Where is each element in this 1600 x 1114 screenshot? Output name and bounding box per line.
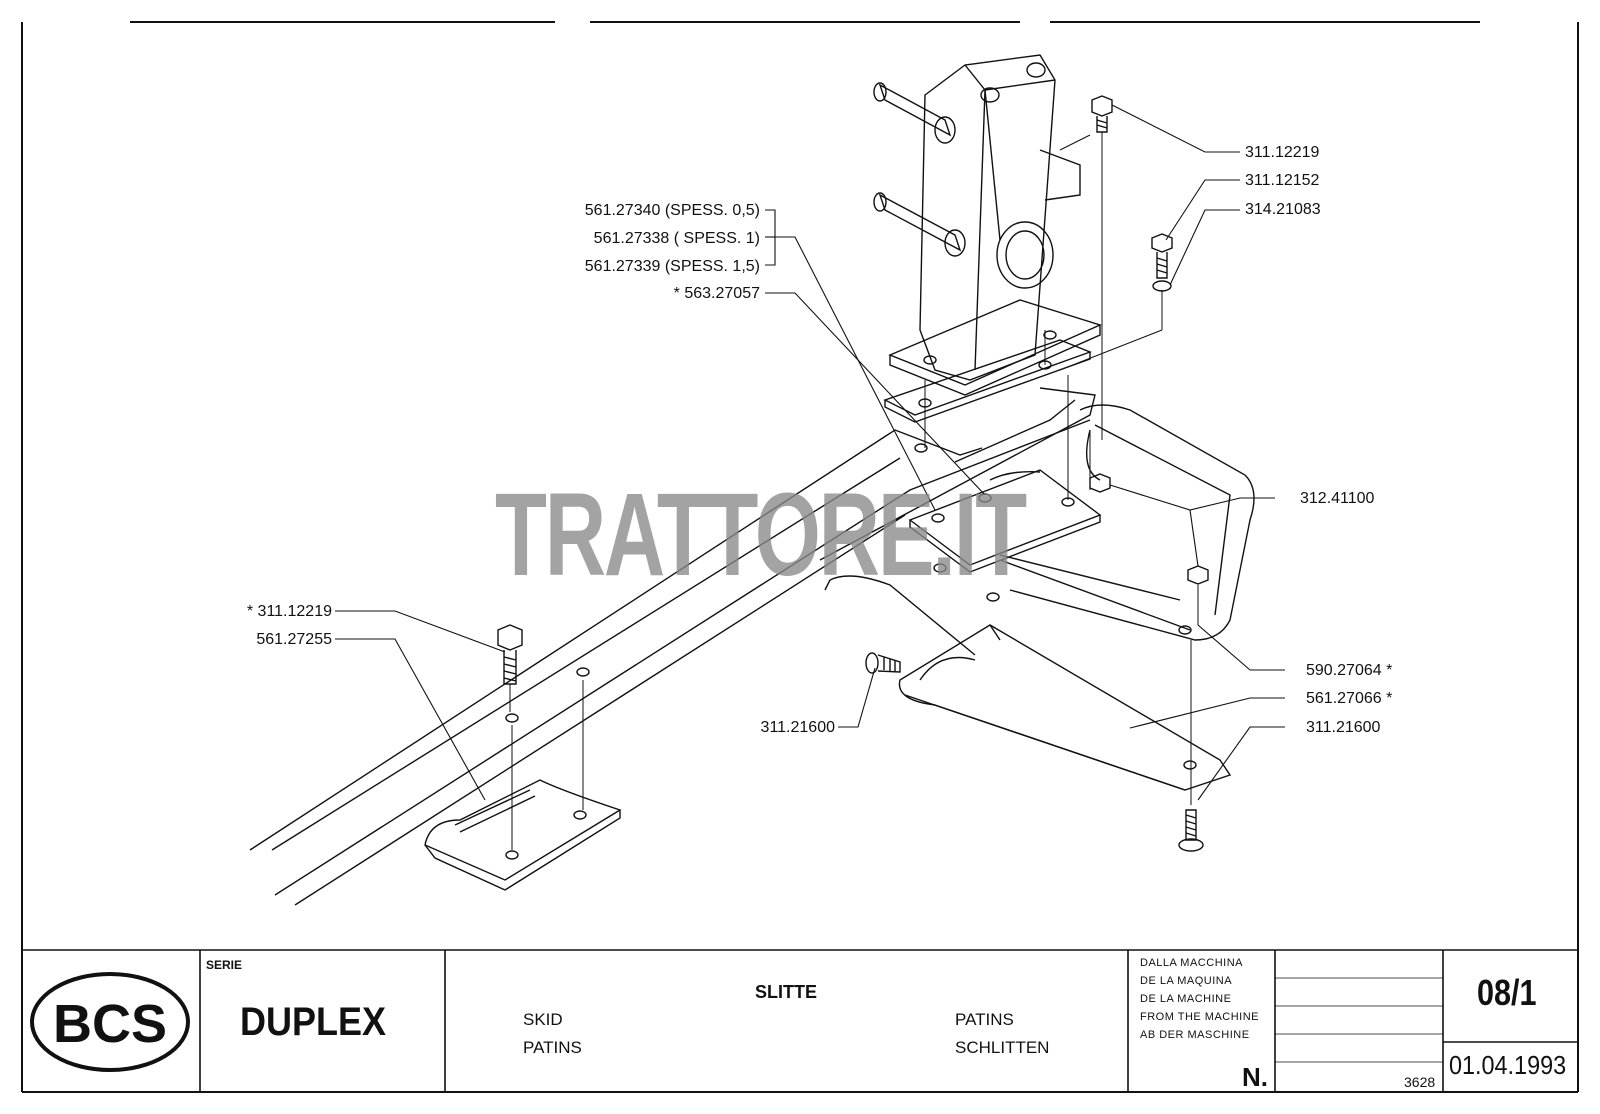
bolt-icon-small (1151, 233, 1173, 292)
assembly-axes (509, 132, 1199, 850)
skid-left (424, 779, 622, 891)
skid-sole-right (824, 575, 1232, 791)
drawing-title: SLITTE (755, 982, 817, 1002)
callout-311-12219-top: 311.12219 (1245, 144, 1320, 161)
serie-label: SERIE (206, 958, 243, 972)
callout-590-27064: 590.27064 * (1306, 662, 1393, 679)
callout-561-27339: 561.27339 (SPESS. 1,5) (584, 258, 760, 275)
bolt-icon-top (1091, 95, 1113, 133)
table-number: 08/1 (1477, 972, 1537, 1013)
drawing-date: 01.04.1993 (1449, 1050, 1567, 1080)
nut-icon (1089, 473, 1209, 585)
name-fr: PATINS (955, 1010, 1014, 1029)
callout-311-12219-left: * 311.12219 (246, 603, 332, 620)
callout-312-41100: 312.41100 (1300, 490, 1375, 507)
callout-561-27066: 561.27066 * (1306, 690, 1393, 707)
callout-561-27255: 561.27255 (256, 631, 332, 648)
serie-value: DUPLEX (240, 1000, 387, 1044)
callout-561-27338: 561.27338 ( SPESS. 1) (593, 230, 760, 247)
from-machine-en: FROM THE MACHINE (1140, 1011, 1260, 1023)
from-machine-fr: DE LA MACHINE (1140, 993, 1232, 1005)
title-block-grid (22, 949, 1578, 1092)
screw-icon-right (1178, 809, 1204, 852)
number-label: N. (1242, 1062, 1268, 1092)
tower-bracket (873, 54, 1102, 396)
leader-lines (335, 104, 1285, 801)
callout-311-21600-right: 311.21600 (1306, 719, 1381, 736)
number-value: 3628 (1404, 1074, 1436, 1090)
shim-plates (883, 339, 1092, 423)
name-en: SKID (523, 1010, 563, 1029)
bcs-logo-oval (30, 972, 190, 1072)
cutter-bar (249, 387, 1096, 906)
callout-563-27057: * 563.27057 (673, 285, 760, 302)
from-machine-de: AB DER MASCHINE (1140, 1029, 1250, 1041)
screw-icon-mid (865, 652, 901, 674)
plate-563-27057 (908, 469, 1102, 573)
name-de: SCHLITTEN (955, 1038, 1050, 1057)
from-machine-it: DALLA MACCHINA (1140, 957, 1243, 969)
callout-311-12152: 311.12152 (1245, 172, 1320, 189)
callout-311-21600-mid: 311.21600 (760, 719, 835, 736)
skid-guard (999, 404, 1255, 641)
watermark-text: TRATTORE.IT (495, 469, 1027, 601)
bcs-logo-text: BCS (53, 994, 167, 1054)
from-machine-es: DE LA MAQUINA (1140, 975, 1233, 987)
callout-314-21083: 314.21083 (1245, 201, 1321, 218)
name-es: PATINS (523, 1038, 582, 1057)
callout-561-27340: 561.27340 (SPESS. 0,5) (584, 202, 760, 219)
